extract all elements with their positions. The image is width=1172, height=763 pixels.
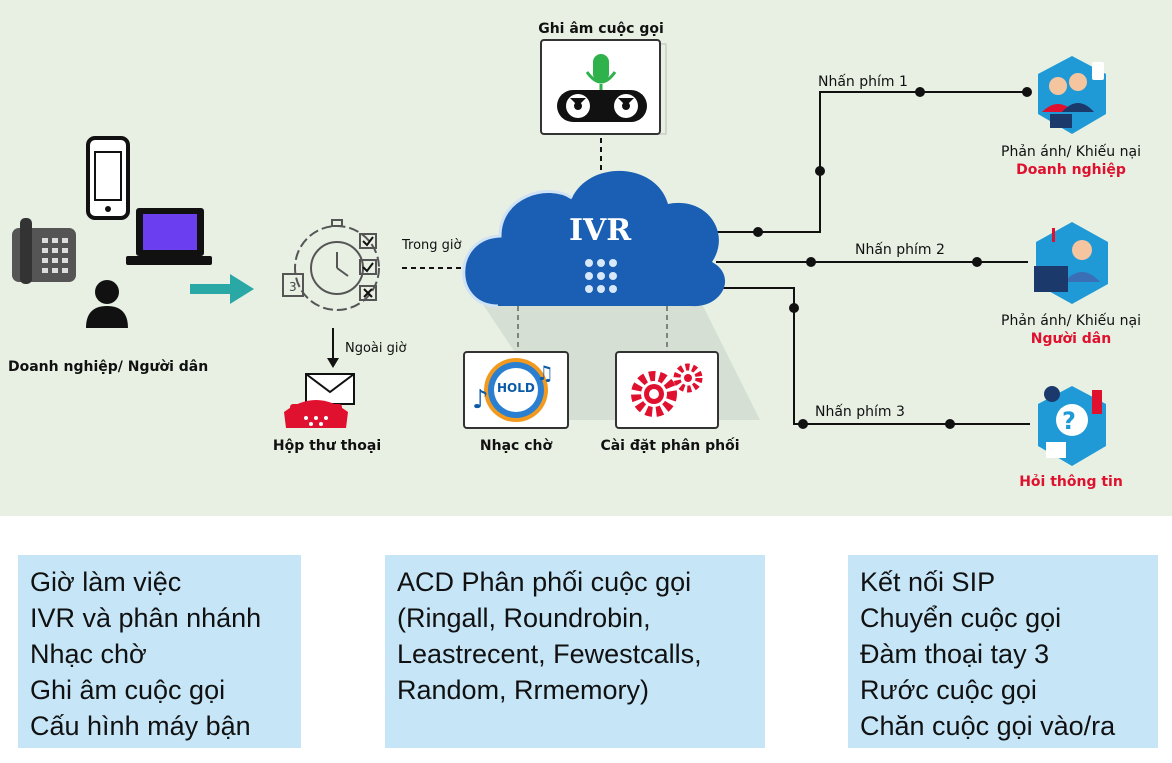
feature-2-line-3: Leastrecent, Fewestcalls, — [397, 639, 702, 669]
feature-1-line-1: Giờ làm việc — [30, 567, 182, 597]
ivr-flow-diagram: 3 ♪ ♫ — [0, 0, 1172, 516]
feature-3-line-4: Rước cuộc gọi — [860, 675, 1037, 705]
schedule-clock-icon — [282, 219, 380, 311]
microphone-reel-icon — [557, 54, 647, 122]
caller-label: Doanh nghiệp/ Người dân — [8, 359, 209, 375]
connector-dots — [753, 87, 1032, 429]
feature-2-line-2: (Ringall, Roundrobin, — [397, 603, 651, 633]
voicemail-label: Hộp thư thoại — [272, 438, 382, 454]
hold-badge: HOLD — [497, 381, 535, 395]
desk-phone-icon — [12, 218, 76, 284]
branch-2-key-label: Nhấn phím 2 — [855, 242, 945, 258]
feature-3-line-1: Kết nối SIP — [860, 567, 996, 597]
branch-1-target: Doanh nghiệp — [1016, 162, 1126, 178]
feature-1-line-3: Nhạc chờ — [30, 639, 147, 669]
svg-text:♫: ♫ — [536, 361, 554, 385]
branch-3-key-label: Nhấn phím 3 — [815, 404, 905, 420]
ivr-label: IVR — [569, 213, 632, 248]
diagram-graphics: 3 ♪ ♫ — [12, 39, 1108, 466]
branch-2-target: Người dân — [1030, 331, 1112, 347]
feature-box-2: ACD Phân phối cuộc gọi (Ringall, Roundro… — [385, 555, 765, 748]
branch-1-title: Phản ánh/ Khiếu nại — [1001, 144, 1141, 160]
recording-label: Ghi âm cuộc gọi — [538, 21, 664, 37]
mobile-phone-icon — [86, 136, 130, 220]
citizen-support-icon — [1034, 222, 1108, 304]
in-hours-label: Trong giờ — [402, 238, 462, 253]
feature-1-line-4: Ghi âm cuộc gọi — [30, 675, 226, 705]
ivr-cloud — [462, 170, 726, 308]
feature-box-3: Kết nối SIP Chuyển cuộc gọi Đàm thoại ta… — [848, 555, 1158, 748]
feature-2-line-1: ACD Phân phối cuộc gọi — [397, 567, 692, 597]
hold-music-label: Nhạc chờ — [479, 438, 553, 454]
branch-3-target: Hỏi thông tin — [1019, 474, 1123, 490]
business-agents-icon — [1038, 56, 1106, 134]
calendar-day-number: 3 — [289, 280, 297, 294]
distribution-box — [615, 351, 719, 429]
info-query-icon: ? — [1038, 386, 1106, 466]
ivr-keypad-icon — [585, 259, 617, 293]
out-hours-label: Ngoài giờ — [345, 341, 407, 356]
distribution-label: Cài đặt phân phối — [600, 438, 740, 454]
feature-box-1: Giờ làm việc IVR và phân nhánh Nhạc chờ … — [18, 555, 301, 748]
branch-2-title: Phản ánh/ Khiếu nại — [1001, 313, 1141, 329]
svg-text:?: ? — [1062, 407, 1076, 435]
branch-1-key-label: Nhấn phím 1 — [818, 74, 908, 90]
gears-icon — [631, 363, 703, 417]
feature-2-line-4: Random, Rrmemory) — [397, 675, 650, 705]
teal-arrow-icon — [190, 274, 254, 304]
voicemail-icon — [284, 373, 355, 428]
svg-text:♪: ♪ — [472, 385, 489, 415]
arrow-head-down — [327, 358, 339, 368]
feature-3-line-2: Chuyển cuộc gọi — [860, 603, 1062, 633]
hold-music-icon: ♪ ♫ — [472, 358, 554, 422]
feature-3-line-5: Chăn cuộc gọi vào/ra — [860, 711, 1116, 741]
person-icon — [86, 280, 128, 328]
laptop-icon — [126, 208, 212, 265]
feature-1-line-2: IVR và phân nhánh — [30, 603, 262, 633]
feature-1-line-5: Cấu hình máy bận — [30, 711, 251, 741]
feature-3-line-3: Đàm thoại tay 3 — [860, 639, 1050, 669]
